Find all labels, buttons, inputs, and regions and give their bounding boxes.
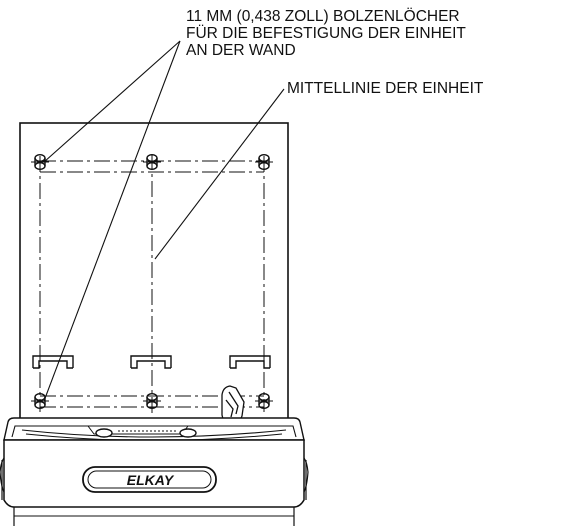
wall-plate xyxy=(19,122,289,421)
basin-body xyxy=(0,439,309,526)
hanger-bracket-icon xyxy=(130,355,172,369)
mounting-holes-label-line-2: FÜR DIE BEFESTIGUNG DER EINHEIT xyxy=(186,25,466,42)
brand-logo-text: ELKAY xyxy=(127,472,175,488)
mounting-holes-label-line-1: 11 MM (0,438 ZOLL) BOLZENLÖCHER xyxy=(186,8,460,25)
mounting-holes-label-line-3: AN DER WAND xyxy=(186,42,296,59)
basin-rim xyxy=(3,417,305,441)
leader-lines xyxy=(43,40,285,402)
centerline-label: MITTELLINIE DER EINHEIT xyxy=(287,80,484,97)
brand-badge xyxy=(82,466,217,493)
hanger-bracket-icon xyxy=(32,355,74,369)
